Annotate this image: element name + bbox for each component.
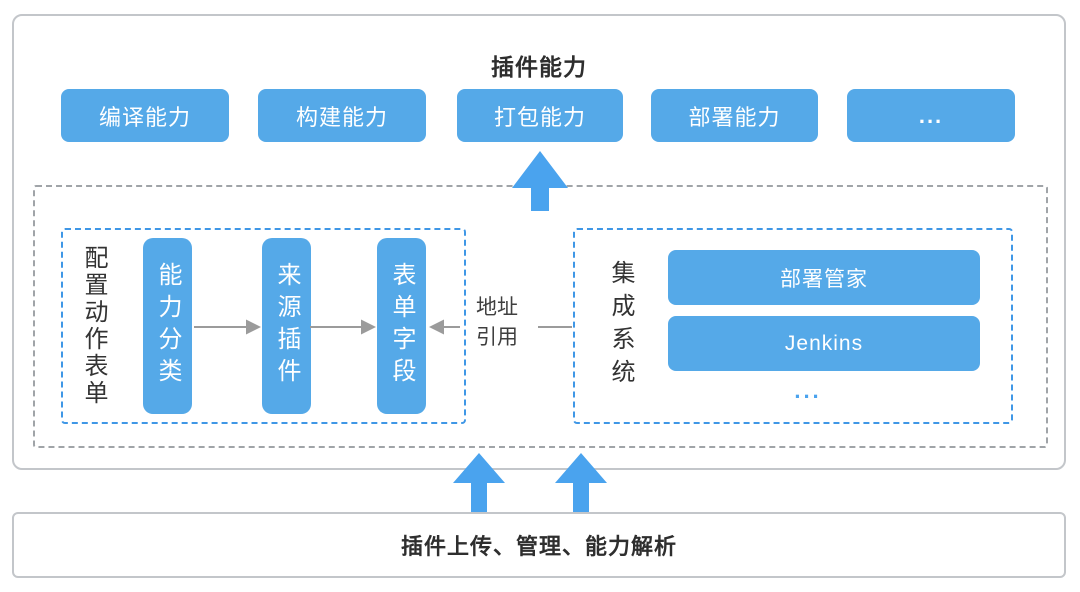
step-node-source-plugin: 来源插件 <box>262 238 311 414</box>
capability-node-more: ... <box>847 89 1015 142</box>
step-node-form-field-label: 表单字段 <box>388 262 415 390</box>
diagram-title: 插件能力 <box>491 54 587 80</box>
integration-more-dots: ... <box>794 378 822 403</box>
capability-node-package: 打包能力 <box>457 89 623 142</box>
action-form-panel-label: 配置动作表单 <box>80 245 107 407</box>
step-node-capability-category: 能力分类 <box>143 238 192 414</box>
capability-node-build: 构建能力 <box>258 89 426 142</box>
step-node-form-field: 表单字段 <box>377 238 426 414</box>
capability-node-compile: 编译能力 <box>61 89 229 142</box>
address-reference-label: 地址引用 <box>476 296 518 349</box>
plugin-upload-bar-label: 插件上传、管理、能力解析 <box>400 534 677 559</box>
system-node-deploy-manager: 部署管家 <box>668 250 980 305</box>
action-form-panel <box>61 228 466 424</box>
integration-panel <box>573 228 1013 424</box>
step-node-capability-category-label: 能力分类 <box>154 262 181 390</box>
step-node-source-plugin-label: 来源插件 <box>273 262 300 390</box>
plugin-upload-bar: 插件上传、管理、能力解析 <box>12 512 1066 578</box>
capability-node-deploy: 部署能力 <box>651 89 818 142</box>
system-node-jenkins: Jenkins <box>668 316 980 371</box>
integration-panel-label: 集成系统 <box>607 260 634 392</box>
